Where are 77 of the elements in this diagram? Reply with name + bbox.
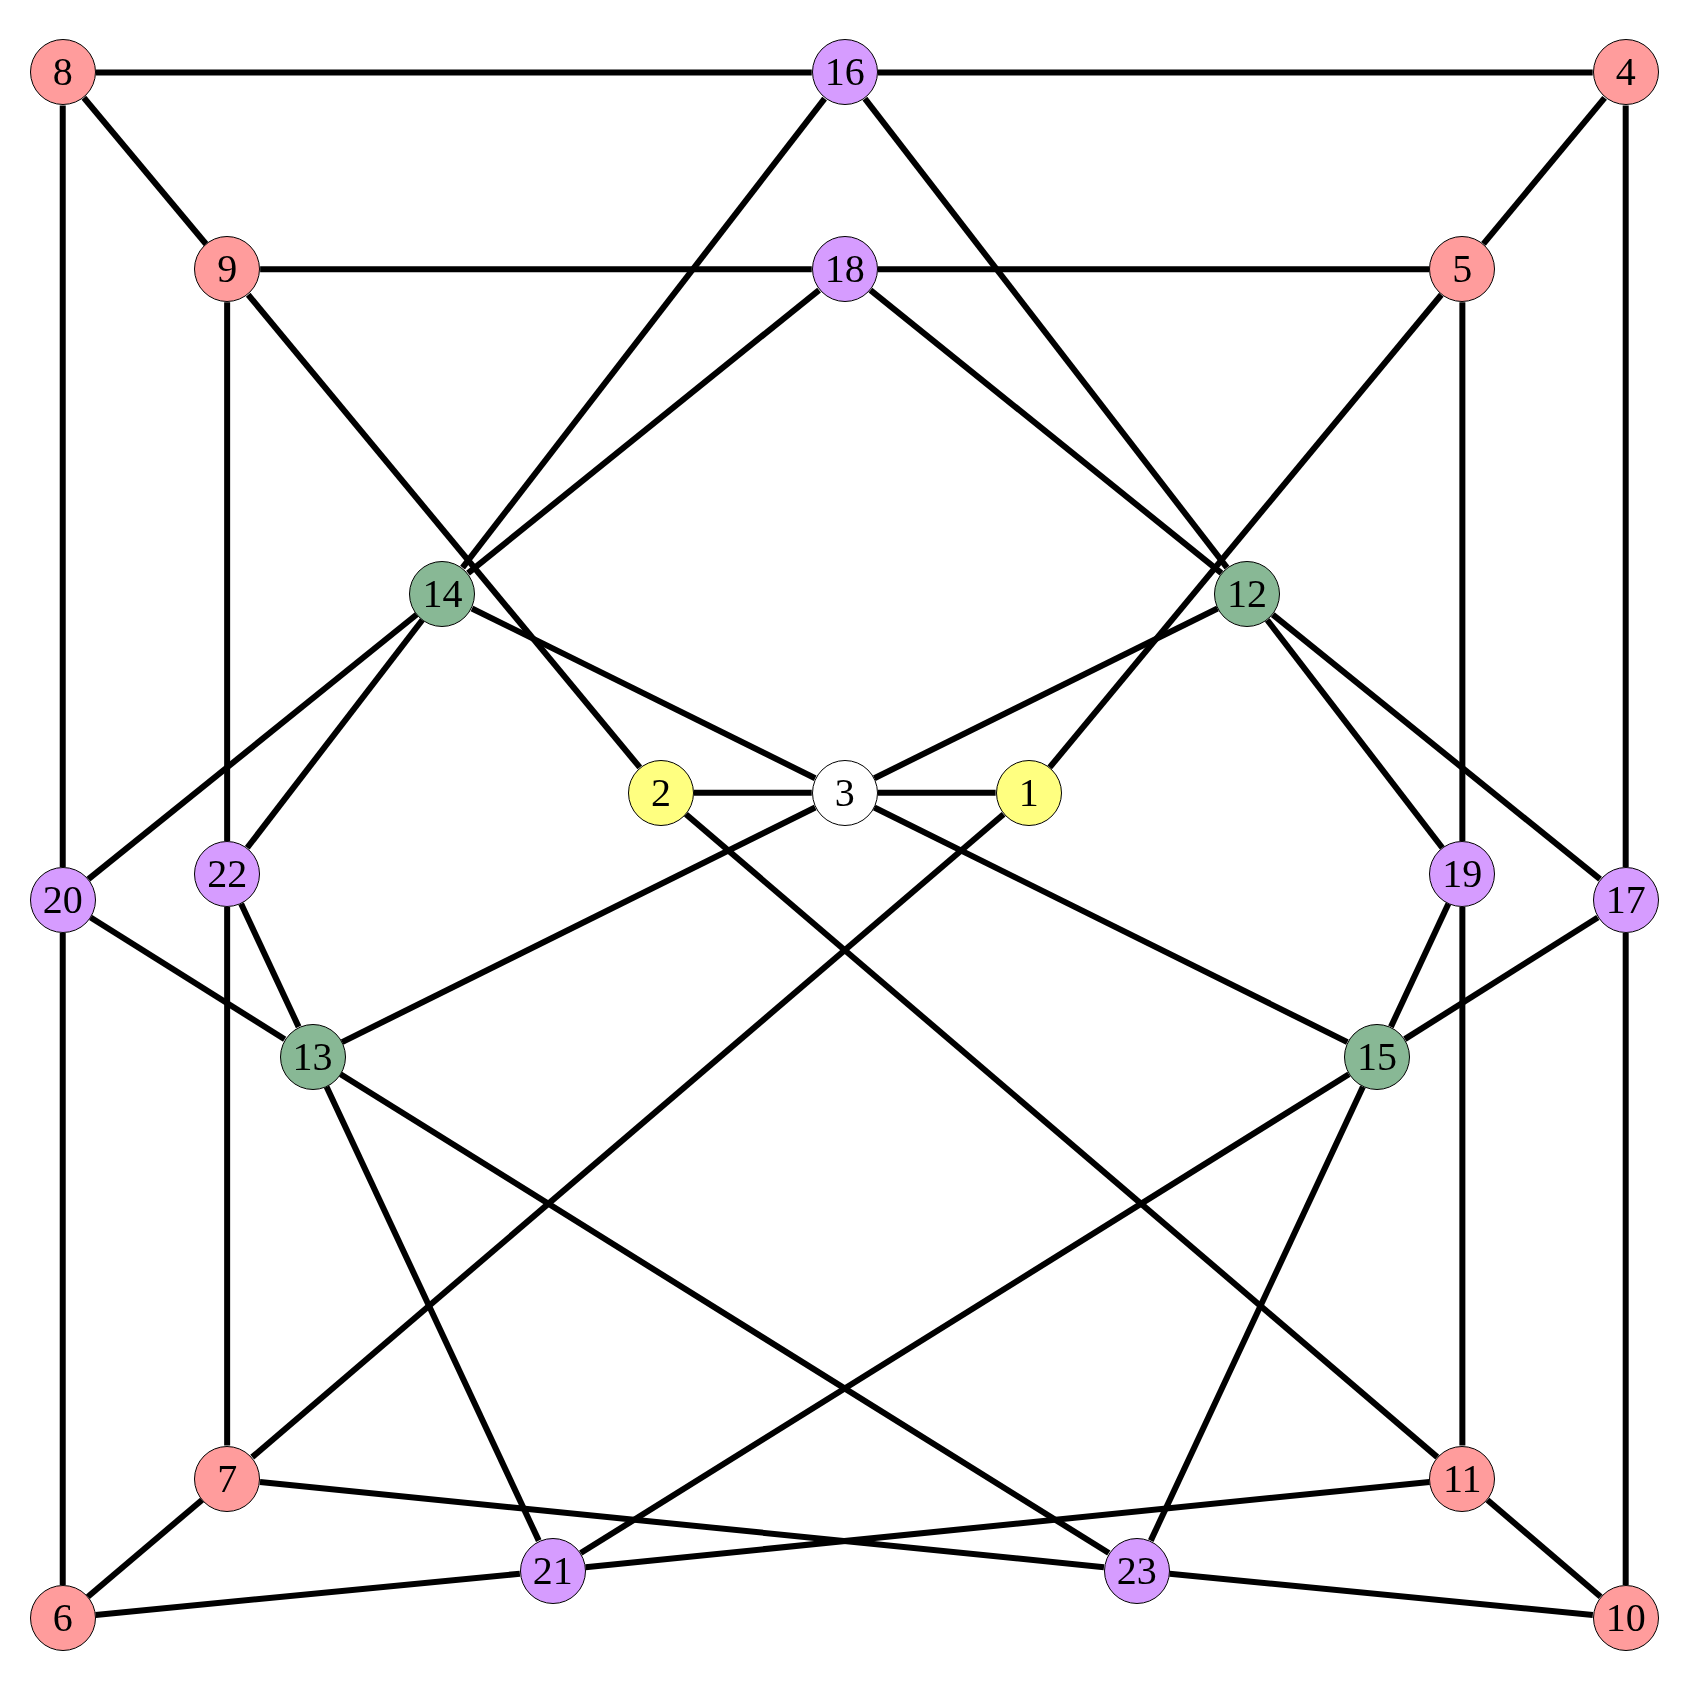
connector-line (1388, 902, 1452, 1029)
connector-line (1481, 95, 1607, 246)
connector-line (95, 69, 812, 76)
vertex-number: 11 (1443, 1458, 1482, 1499)
connector-line (224, 906, 231, 1446)
connector-line (59, 932, 66, 1586)
connector-line (260, 266, 812, 273)
vertex-number: 6 (52, 1598, 73, 1639)
connector-line (579, 1071, 1351, 1556)
vertex-number: 14 (422, 573, 463, 614)
connector-line (877, 789, 996, 796)
connector-line (224, 302, 231, 841)
vertex-number: 10 (1605, 1598, 1646, 1639)
vertex-number: 15 (1356, 1036, 1397, 1077)
connector-line (873, 804, 1349, 1045)
vertex-number: 12 (1227, 573, 1268, 614)
vertex-number: 7 (217, 1458, 238, 1499)
connector-line (81, 95, 209, 246)
connector-line (323, 1085, 542, 1542)
connector-line (339, 1071, 1111, 1556)
connector-line (1485, 1497, 1603, 1599)
vertex-number: 8 (52, 52, 73, 93)
vertex-number: 22 (207, 853, 248, 894)
connector-line (460, 96, 827, 570)
graph-vertex (1429, 1445, 1496, 1512)
connector-line (1459, 906, 1466, 1446)
connector-line (250, 812, 1006, 1460)
graph-vertex (995, 759, 1062, 826)
connector-line (1148, 1085, 1366, 1542)
vertex-number: 16 (824, 52, 865, 93)
vertex-number: 18 (824, 249, 865, 290)
vertex-number: 19 (1442, 853, 1483, 894)
connector-line (693, 789, 812, 796)
connector-line (89, 914, 287, 1042)
connector-line (245, 292, 643, 770)
connector-line (585, 1478, 1430, 1571)
vertex-number: 2 (650, 772, 671, 813)
graph-vertex (1343, 1023, 1410, 1090)
vertex-number: 21 (532, 1550, 573, 1591)
connector-line (877, 266, 1430, 273)
connector-line (873, 605, 1219, 781)
vertex-number: 20 (42, 879, 83, 920)
connector-line (59, 105, 66, 867)
connector-line (1622, 105, 1629, 867)
vertex-number: 23 (1116, 1550, 1157, 1591)
graph-vertex (194, 236, 261, 303)
connector-line (1047, 292, 1444, 770)
connector-line (85, 1497, 204, 1600)
connector-line (95, 1570, 521, 1618)
connector-line (340, 804, 817, 1045)
connector-line (1264, 618, 1445, 850)
connector-line (466, 287, 821, 576)
connector-line (877, 69, 1593, 76)
connector-line (684, 812, 1440, 1460)
connector-line (1459, 302, 1466, 841)
connector-line (868, 287, 1224, 576)
connector-line (244, 618, 425, 850)
connector-line (862, 96, 1230, 570)
connector-line (86, 612, 419, 882)
connector-line (259, 1478, 1105, 1571)
connector-line (1403, 915, 1600, 1042)
vertex-number: 4 (1615, 52, 1636, 93)
vertex-number: 5 (1452, 249, 1473, 290)
graph-vertex (1214, 560, 1281, 627)
connector-line (1270, 612, 1602, 882)
graph-vertex (279, 1023, 346, 1090)
vertex-number: 1 (1018, 772, 1039, 813)
vertex-number: 3 (834, 772, 855, 813)
connector-line (470, 605, 817, 781)
connector-line (238, 902, 302, 1029)
graph-vertex (409, 560, 476, 627)
connector-line (1169, 1570, 1594, 1618)
vertex-number: 13 (292, 1036, 333, 1077)
vertex-number: 17 (1605, 879, 1646, 920)
graph-vertex (627, 759, 694, 826)
vertex-number: 9 (217, 249, 238, 290)
connector-line (1622, 932, 1629, 1586)
